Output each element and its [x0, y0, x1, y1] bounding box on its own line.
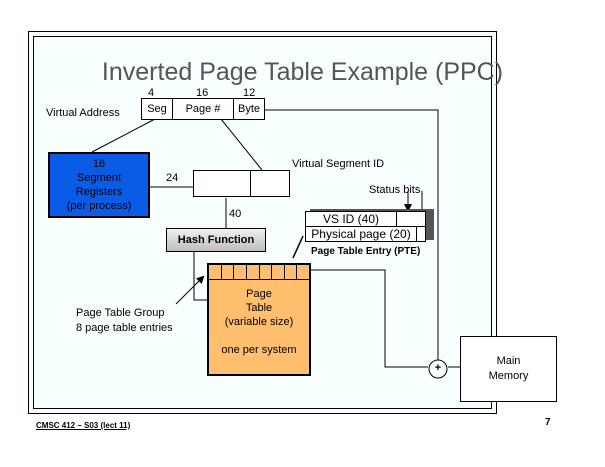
- page-table-group-arrow: [175, 275, 205, 305]
- page-table-line: Page: [246, 288, 272, 300]
- segment-registers-line: Registers: [75, 186, 123, 198]
- virtual-address-label: Virtual Address: [46, 107, 120, 119]
- hash-function-box: Hash Function: [166, 228, 266, 252]
- page-table-entry-cell: [247, 265, 260, 279]
- segment-registers-line: 16: [92, 158, 106, 170]
- page-table-entry-cell: [222, 265, 235, 279]
- page-table-label: Page Table (variable size) one per syste…: [209, 287, 309, 357]
- slide-inner-frame: [33, 36, 492, 409]
- byte-to-adder-line: [263, 109, 439, 360]
- status-bits-label: Status bits: [369, 184, 421, 196]
- page-bits-label: 16: [196, 87, 209, 99]
- page-field: Page #: [172, 98, 234, 120]
- segment-registers-line: Segment: [76, 172, 122, 184]
- footer-page-number: 7: [545, 417, 551, 428]
- pte-vsid-field: VS ID (40): [305, 211, 397, 227]
- byte-bits-label: 12: [243, 87, 256, 99]
- seg-field: Seg: [141, 98, 173, 120]
- adder-circle: [428, 359, 448, 379]
- page-table-box: Page Table (variable size) one per syste…: [207, 263, 311, 376]
- virtual-segment-id-label: Virtual Segment ID: [292, 158, 385, 170]
- byte-field: Byte: [233, 98, 265, 120]
- hash-to-pagetable-line: [193, 252, 207, 301]
- page-table-line: Table: [245, 302, 273, 314]
- adder-symbol: +: [434, 362, 442, 374]
- pte-status-field-1: [396, 211, 426, 227]
- vsid-left-box: [193, 170, 251, 197]
- page-table-group-line: 8 page table entries: [76, 322, 173, 334]
- page-to-vsid-line: [220, 118, 263, 171]
- segment-registers-box: 16 Segment Registers (per process): [48, 152, 150, 218]
- footer-course: CMSC 412 – S03 (lect 11): [36, 421, 131, 430]
- page-table-group-line: Page Table Group: [76, 307, 165, 319]
- main-memory-line: Memory: [488, 370, 529, 382]
- pagetable-to-adder-line: [310, 269, 428, 368]
- page-table-line: one per system: [221, 344, 297, 356]
- seg-to-registers-line: [91, 118, 156, 153]
- vsid-output-bits-label: 40: [229, 208, 242, 220]
- pte-status-field-2: [416, 226, 426, 242]
- page-table-entry-cell: [272, 265, 285, 279]
- segment-registers-line: (per process): [66, 200, 132, 212]
- vsid-right-box: [250, 170, 290, 197]
- main-memory-box: Main Memory: [460, 336, 557, 402]
- page-title: Inverted Page Table Example (PPC): [101, 58, 504, 86]
- pte-physical-page-field: Physical page (20): [305, 226, 417, 242]
- page-table-entry-cell: [260, 265, 273, 279]
- vsid-input-bits-label: 24: [166, 172, 179, 184]
- page-table-entry-cell: [285, 265, 298, 279]
- page-table-group-label: Page Table Group 8 page table entries: [76, 306, 173, 336]
- pte-pointer-line: [292, 235, 304, 259]
- pte-caption: Page Table Entry (PTE): [311, 246, 421, 257]
- page-table-entry-cell: [209, 265, 222, 279]
- page-table-entry-cell: [234, 265, 247, 279]
- page-table-line: (variable size): [224, 316, 294, 328]
- main-memory-line: Main: [496, 355, 521, 367]
- seg-bits-label: 4: [148, 87, 155, 99]
- page-table-entry-cell: [297, 265, 309, 279]
- page-table-group-row: [209, 265, 309, 280]
